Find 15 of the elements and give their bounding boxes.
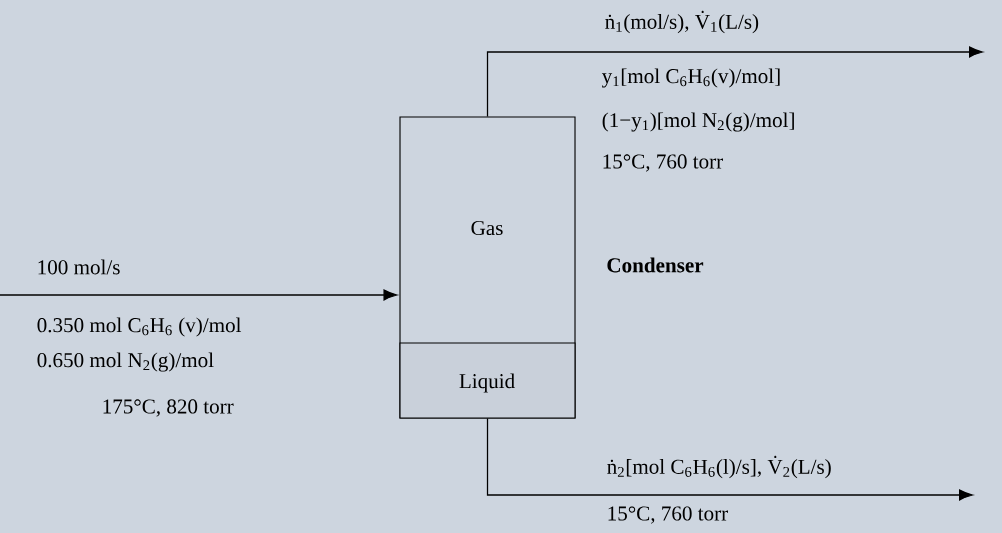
stream-label: ṅ$_{2}$[mol C$_{6}$H$_{6}$(l)/s], V̇$_{2}$(L/s) xyxy=(607,455,831,479)
stream-label: ṅ$_{1}$(mol/s), V̇$_{1}$(L/s) xyxy=(605,10,759,34)
stream-label: 0.650 mol N$_{2}$(g)/mol xyxy=(37,352,214,372)
liquid-section: Liquid xyxy=(399,342,576,419)
stream-arrow xyxy=(0,289,398,301)
unit-label: Condenser xyxy=(607,257,704,273)
stream-label: y$_{1}$[mol C$_{6}$H$_{6}$(v)/mol] xyxy=(601,68,780,88)
stream-label: (1−y$_{1}$)[mol N$_{2}$(g)/mol] xyxy=(602,112,794,132)
stream-label: 15°C, 760 torr xyxy=(603,154,723,172)
stream-arrow xyxy=(486,46,984,118)
stream-label: 100 mol/s xyxy=(38,259,120,275)
stream-label: 15°C, 760 torr xyxy=(608,506,728,524)
stream-arrow xyxy=(486,417,974,501)
stream-label: 0.350 mol C$_{6}$H$_{6}$ (v)/mol xyxy=(37,317,242,337)
stream-label: 175°C, 820 torr xyxy=(103,399,234,417)
